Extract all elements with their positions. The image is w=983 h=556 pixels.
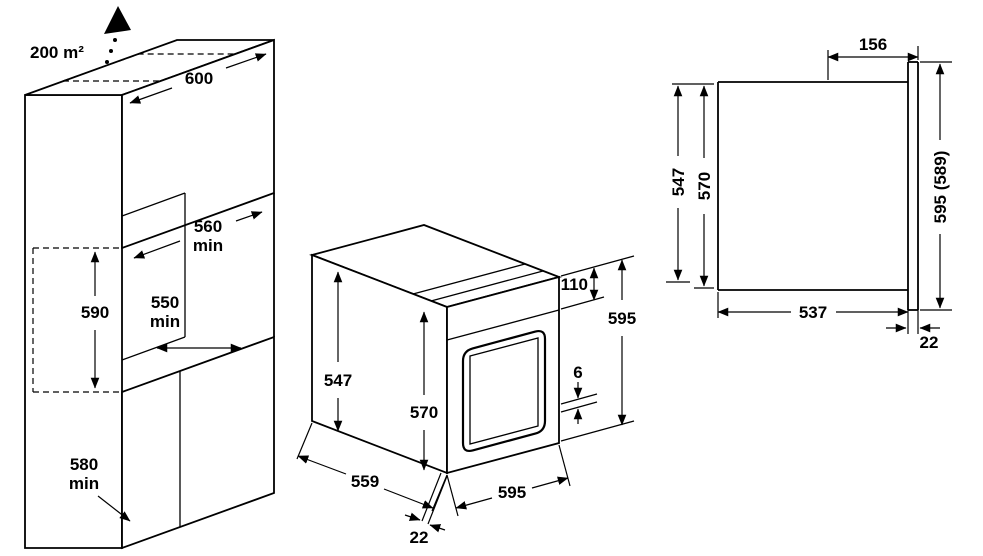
base-height-label: 580 [70,455,98,474]
dim-cabinet-width: 600 [129,53,267,104]
cabinet-width-label: 600 [185,69,213,88]
base-height-min-label: min [69,474,99,493]
dim-oven-front-width: 595 [446,444,571,517]
oven-front-height-label: 570 [410,403,438,422]
niche-depth-label: 550 [151,293,179,312]
dim-oven-frame-overhang: 22 [404,472,448,547]
oven-panel-height-label: 110 [561,275,588,294]
cabinet-figure: 200 m² 600 560 min 590 550 min 580 min [24,6,275,550]
dim-niche-depth: 550 min [150,293,242,353]
dim-panel-depth: 156 [827,35,919,80]
side-view-figure: 156 547 570 595 (589) 537 [666,35,952,352]
oven-depth-label: 559 [351,472,379,491]
dim-oven-body-height: 547 [324,271,352,432]
niche-width-label: 560 [194,217,222,236]
dim-niche-width: 560 min [133,211,263,259]
oven-figure: 547 570 559 22 595 [296,224,636,547]
dim-sideview-front-height: 595 (589) [920,61,952,311]
control-panel-line [446,309,560,341]
dim-oven-depth: 559 [296,422,448,512]
cabinet-vent-airflow-icon [104,6,131,64]
dim-sideview-depth: 537 [717,292,909,334]
dim-sideview-frame-overhang: 22 [886,310,940,352]
dim-oven-front-height: 570 [410,311,438,471]
sideview-body-height-label: 547 [669,168,688,196]
oven-door-window [461,329,547,453]
cabinet-lower-front [121,335,275,550]
oven-body [309,224,562,475]
dim-oven-total-height: 595 [560,255,636,442]
niche-height-label: 590 [81,303,109,322]
oven-total-height-label: 595 [608,309,636,328]
sideview-frame-overhang-label: 22 [920,333,939,352]
sideview-front-height-label: 595 (589) [931,151,950,224]
niche-width-min-label: min [193,236,223,255]
oven-frame-overhang-label: 22 [410,528,429,547]
oven-bottom-gap-label: 6 [573,363,582,382]
dim-niche-height: 590 [81,251,109,389]
niche-depth-min-label: min [150,312,180,331]
up-arrow-icon [104,6,131,34]
sideview-niche-height-label: 570 [695,172,714,200]
cabinet-body [24,38,275,550]
dim-base-height: 580 min [69,455,131,522]
dim-sideview-heights: 547 570 [666,83,714,289]
side-view-body [717,61,919,311]
oven-door-face [446,275,560,475]
vent-area-label: 200 m² [30,43,84,62]
sideview-depth-label: 537 [799,303,827,322]
oven-door-window-inner [469,337,539,445]
oven-body-height-label: 547 [324,371,352,390]
dim-oven-bottom-gap: 6 [560,363,598,424]
cabinet-vent-opening [62,53,237,82]
oven-front-width-label: 595 [498,483,526,502]
dim-oven-panel-height: 110 [561,267,605,310]
panel-depth-label: 156 [859,35,887,54]
